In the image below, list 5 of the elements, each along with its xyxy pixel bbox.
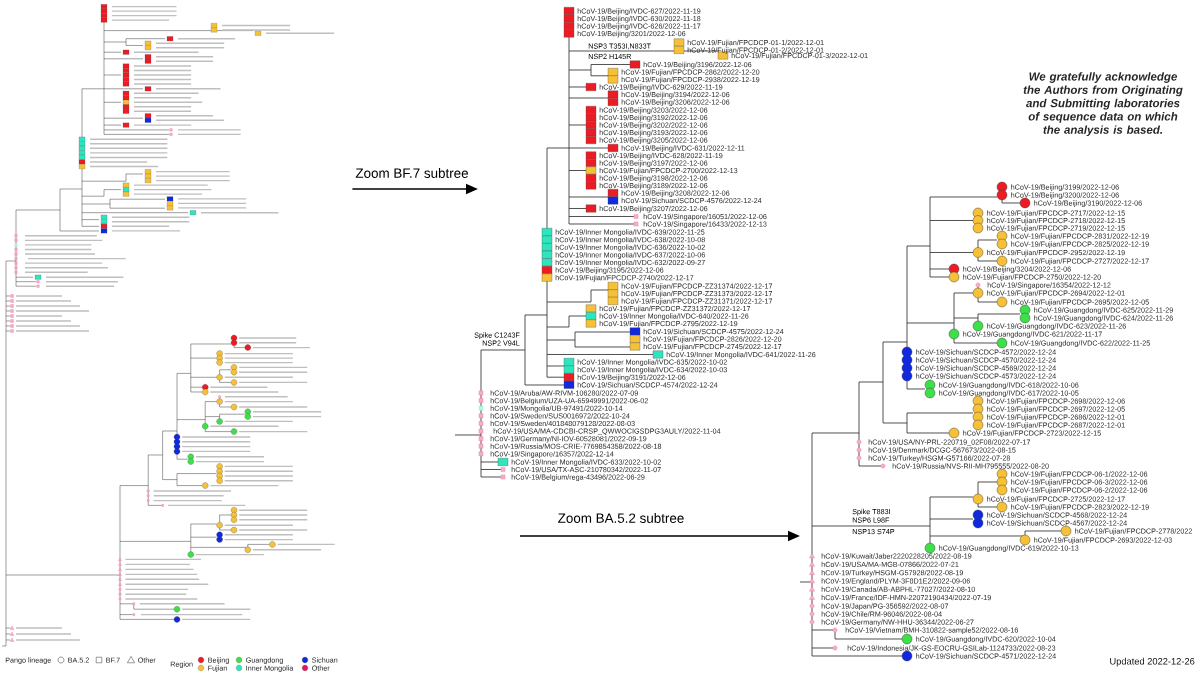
update-note: Updated 2022-12-26 bbox=[1110, 657, 1195, 667]
edge-label: Zoom BA.5.2 subtree bbox=[558, 513, 684, 523]
acknowledgement-note: We gratefully acknowledge the Authors from Originating and Submitting laboratories of sequence data on which the analysis is based. bbox=[1023, 72, 1183, 137]
phylogenetic-tree-drawing bbox=[1, 4, 336, 647]
edge-label: Zoom BF.7 subtree bbox=[355, 168, 468, 178]
